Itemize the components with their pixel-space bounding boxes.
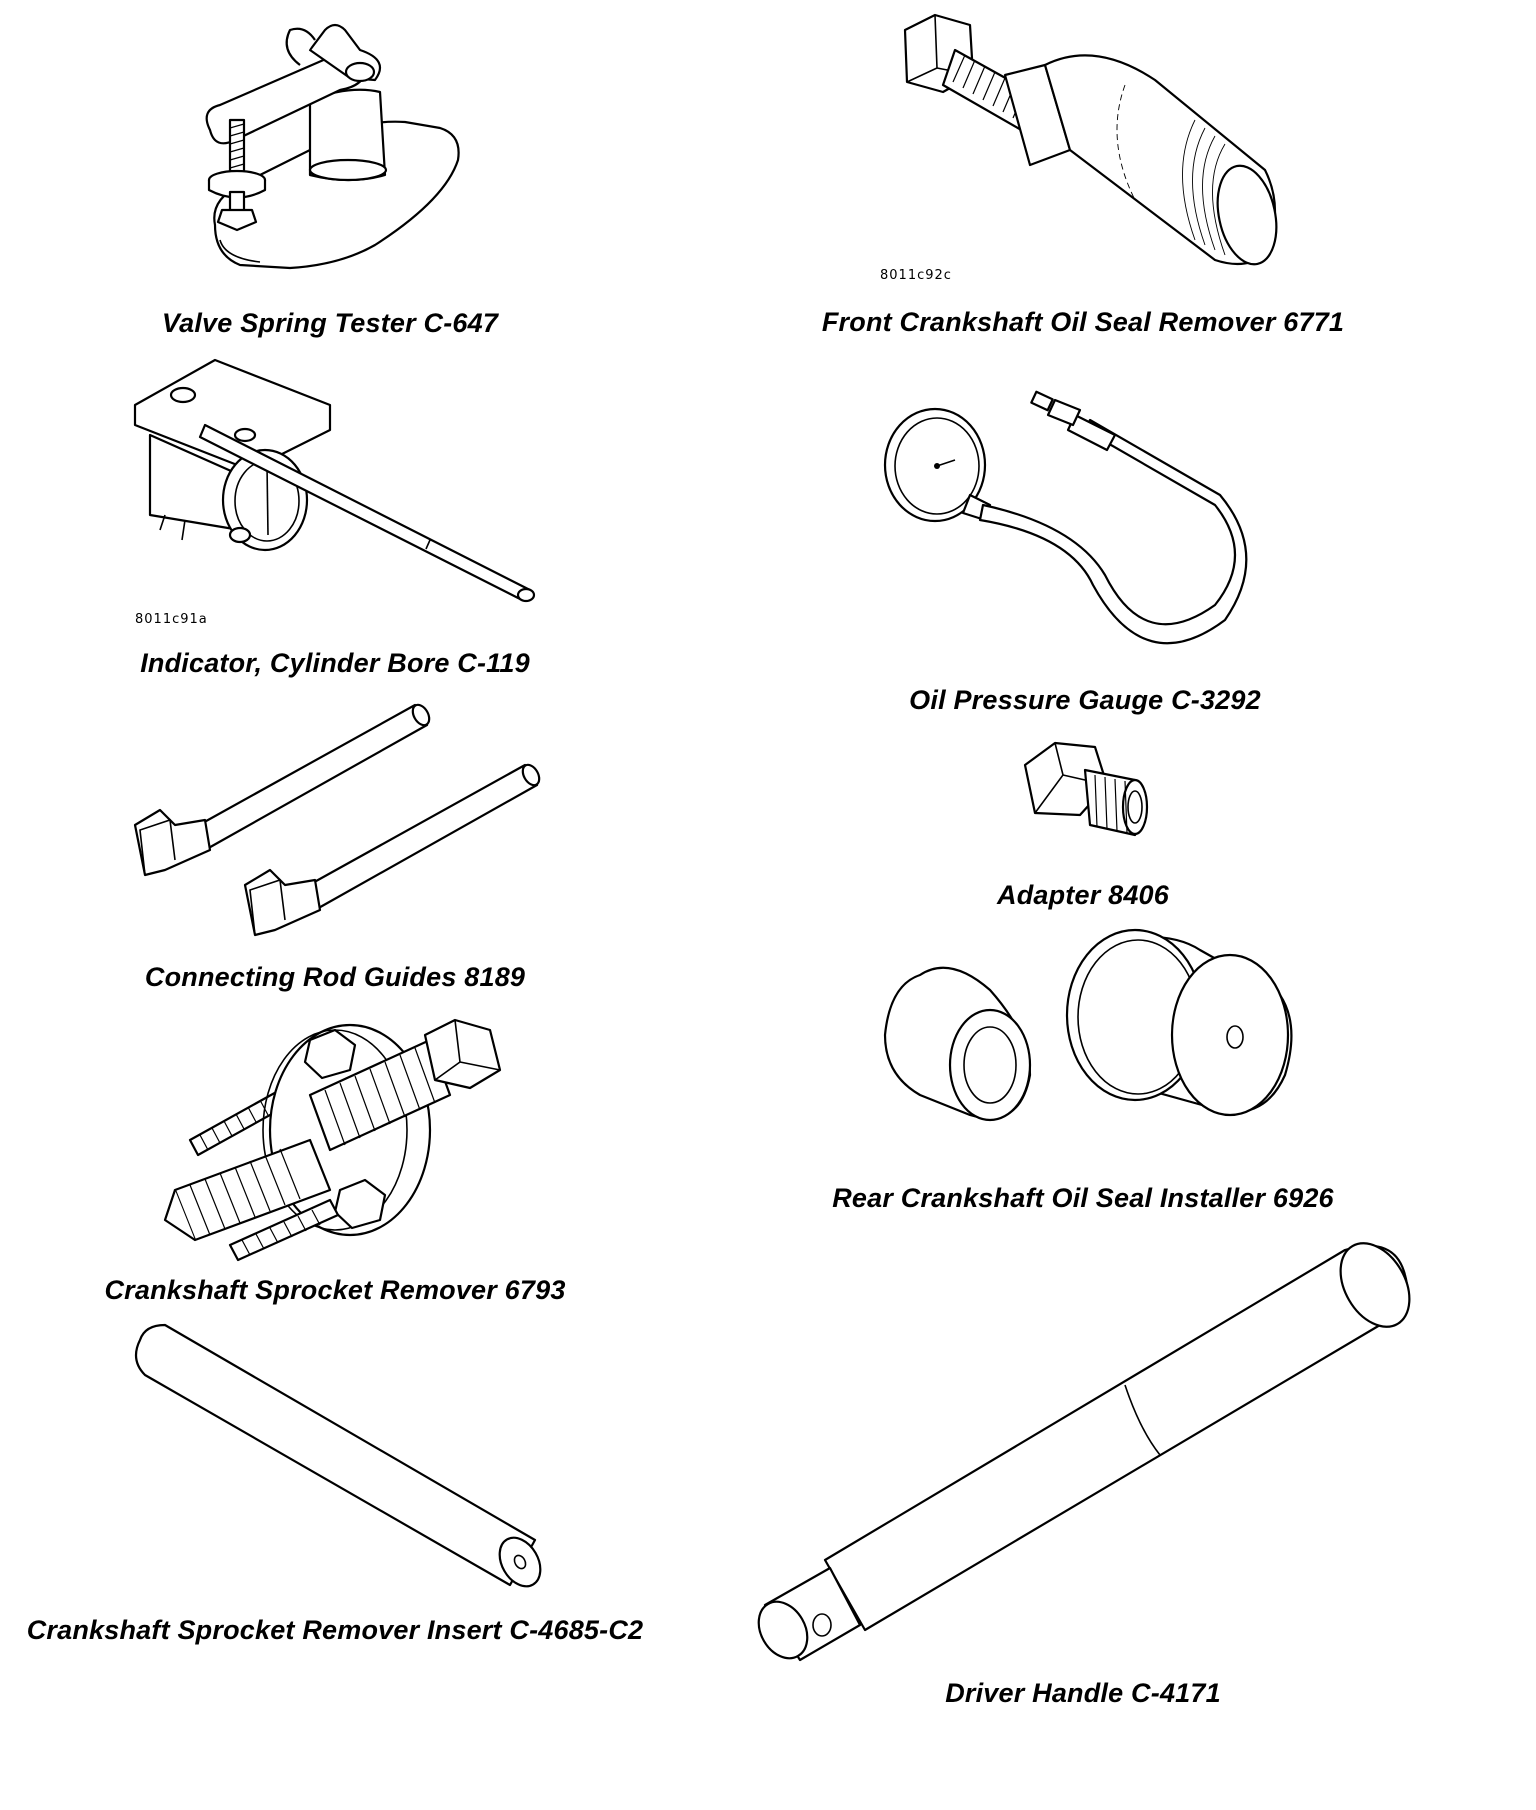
caption-crankshaft-sprocket-remover: Crankshaft Sprocket Remover 6793 xyxy=(104,1275,566,1305)
valve-spring-tester-illustration xyxy=(205,23,460,270)
front-crankshaft-oil-seal-remover-illustration xyxy=(903,13,1278,266)
driver-handle-illustration xyxy=(757,1242,1411,1662)
caption-driver-handle: Driver Handle C-4171 xyxy=(945,1678,1221,1708)
figure-code-8011c92c: 8011c92c xyxy=(880,268,952,283)
connecting-rod-guides-illustration xyxy=(133,703,541,937)
crankshaft-sprocket-remover-figure xyxy=(160,1010,510,1262)
caption-crankshaft-sprocket-remover-insert: Crankshaft Sprocket Remover Insert C-468… xyxy=(26,1615,644,1645)
connecting-rod-guides-figure xyxy=(130,700,550,940)
figure-code-8011c91a: 8011c91a xyxy=(135,612,208,627)
crankshaft-sprocket-remover-insert-illustration xyxy=(134,1323,542,1588)
caption-adapter: Adapter 8406 xyxy=(997,880,1169,910)
caption-front-crankshaft-oil-seal-remover: Front Crankshaft Oil Seal Remover 6771 xyxy=(821,307,1345,337)
rear-crankshaft-oil-seal-installer-illustration xyxy=(883,928,1293,1122)
caption-connecting-rod-guides: Connecting Rod Guides 8189 xyxy=(144,962,526,992)
caption-oil-pressure-gauge: Oil Pressure Gauge C-3292 xyxy=(909,685,1261,715)
oil-pressure-gauge-illustration xyxy=(883,390,1248,645)
caption-valve-spring-tester: Valve Spring Tester C-647 xyxy=(161,308,499,338)
oil-pressure-gauge-figure xyxy=(875,390,1295,695)
front-crankshaft-oil-seal-remover-figure xyxy=(895,10,1295,285)
indicator-cylinder-bore-figure xyxy=(130,355,550,615)
rear-crankshaft-oil-seal-installer-figure xyxy=(880,925,1300,1145)
caption-indicator-cylinder-bore: Indicator, Cylinder Bore C-119 xyxy=(140,648,530,678)
driver-handle-figure xyxy=(755,1230,1420,1662)
indicator-cylinder-bore-illustration xyxy=(133,358,536,603)
valve-spring-tester-figure xyxy=(200,10,480,280)
caption-rear-crankshaft-oil-seal-installer: Rear Crankshaft Oil Seal Installer 6926 xyxy=(832,1183,1334,1213)
adapter-figure xyxy=(1015,735,1155,845)
crankshaft-sprocket-remover-illustration xyxy=(163,1018,502,1262)
crankshaft-sprocket-remover-insert-figure xyxy=(125,1320,545,1590)
adapter-illustration xyxy=(1023,741,1149,837)
